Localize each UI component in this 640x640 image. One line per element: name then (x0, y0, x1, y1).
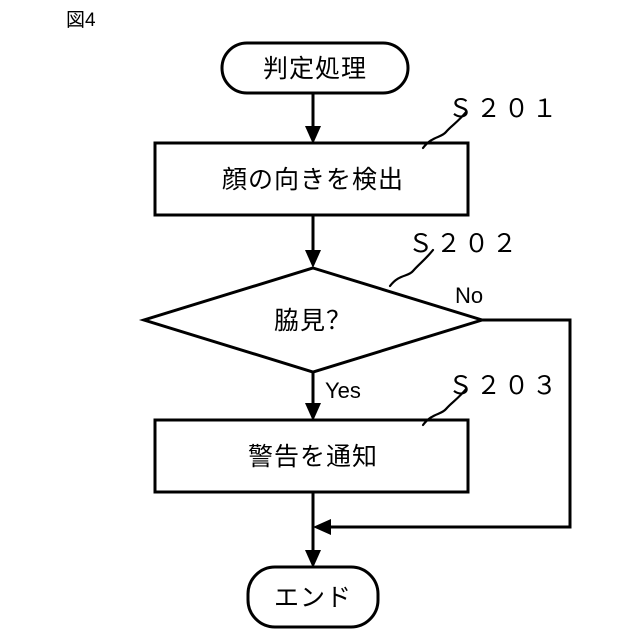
arrowhead-left-icon (313, 519, 331, 535)
arrowhead-down-icon (305, 126, 321, 144)
arrowhead-down-icon (305, 250, 321, 268)
arrowhead-down-icon (305, 550, 321, 568)
step-label-s203: Ｓ２０３ (448, 372, 560, 400)
node-detect-shape (153, 141, 470, 217)
edge-decision-yes-to-warn (305, 372, 321, 421)
node-warn-shape (153, 418, 470, 494)
branch-label-yes: Yes (325, 378, 361, 403)
arrowhead-down-icon (305, 403, 321, 421)
step-label-s202-group: Ｓ２０２ (388, 230, 520, 288)
node-notify-warning[interactable]: 警告を通知 (153, 418, 470, 494)
node-start-label: 判定処理 (263, 55, 367, 83)
step-label-s201: Ｓ２０１ (448, 95, 560, 123)
node-end[interactable]: エンド (246, 565, 380, 629)
edge-detect-to-decision (305, 215, 321, 268)
node-detect-face-direction[interactable]: 顔の向きを検出 (153, 141, 470, 217)
node-start[interactable]: 判定処理 (220, 41, 410, 95)
node-end-shape (246, 565, 380, 629)
node-decision-shape (138, 266, 488, 374)
edge-decision-no-bypass (313, 318, 572, 535)
branch-label-no: No (455, 283, 483, 308)
edge-start-to-detect (305, 93, 321, 144)
step-label-s201-group: Ｓ２０１ (421, 95, 560, 150)
step-label-s203-group: Ｓ２０３ (421, 372, 560, 427)
node-detect-label: 顔の向きを検出 (222, 166, 404, 194)
edge-warn-to-end (305, 492, 321, 568)
node-warn-label: 警告を通知 (248, 443, 378, 471)
step-label-s202: Ｓ２０２ (408, 230, 520, 258)
node-start-shape (220, 41, 410, 95)
figure-title: 図4 (66, 10, 96, 31)
node-end-label: エンド (274, 584, 352, 612)
node-decision-looking-aside[interactable]: 脇見？ (138, 266, 488, 374)
node-decision-label: 脇見？ (274, 307, 352, 335)
